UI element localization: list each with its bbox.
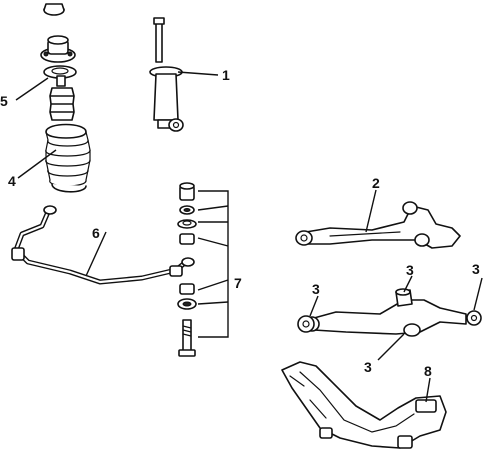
- link-retainer-2: [177, 298, 197, 310]
- callout-6: 6: [92, 225, 100, 241]
- callout-2: 2: [372, 175, 380, 191]
- stabilizer-bar: [11, 205, 195, 285]
- link-bushing-2: [179, 233, 195, 245]
- upper-strut-mount: [40, 35, 76, 63]
- callout-1: 1: [222, 67, 230, 83]
- top-dust-cap: [43, 3, 65, 16]
- lower-arm-bushing-left: [297, 315, 315, 333]
- lower-arm-bushing-center: [395, 288, 413, 307]
- link-retainer-1: [177, 219, 197, 229]
- link-bushing-upper: [179, 182, 195, 201]
- callout-3-center: 3: [406, 262, 414, 278]
- leader-lines: [15, 71, 483, 403]
- coil-spring: [45, 123, 91, 193]
- lower-control-arm: [304, 299, 467, 337]
- crossmember: [281, 361, 447, 449]
- callout-4: 4: [8, 173, 16, 189]
- callout-3-left: 3: [312, 281, 320, 297]
- link-bushing-3: [179, 283, 195, 295]
- callout-7: 7: [234, 275, 242, 291]
- bump-stop-boot: [49, 75, 75, 121]
- link-bolt: [178, 319, 196, 357]
- callout-3-bottom: 3: [364, 359, 372, 375]
- upper-control-arm: [295, 201, 461, 249]
- lower-arm-bushing-right: [466, 310, 482, 326]
- callout-3-right: 3: [472, 261, 480, 277]
- link-washer-1: [179, 205, 195, 215]
- shock-absorber: [149, 17, 184, 132]
- callout-8: 8: [424, 363, 432, 379]
- callout-5: 5: [0, 93, 8, 109]
